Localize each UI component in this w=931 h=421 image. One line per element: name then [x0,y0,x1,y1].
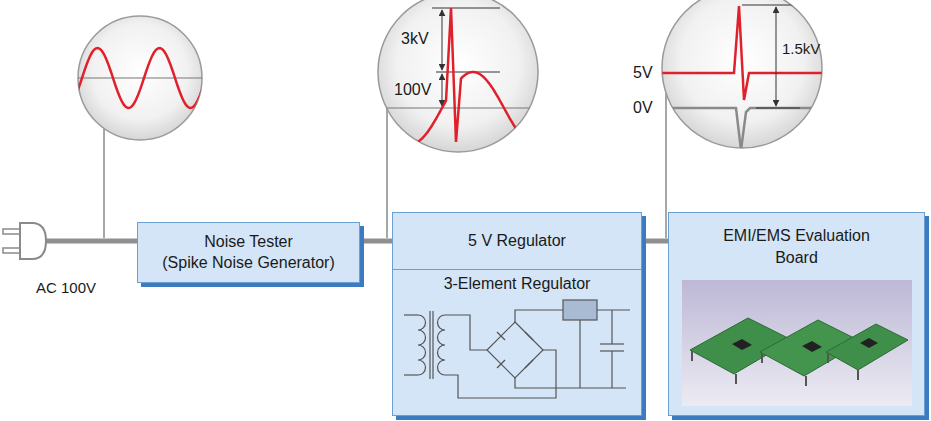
leader-line [665,93,667,238]
board-photo-boards [690,318,908,386]
plug-prong [3,229,21,234]
dimension-arrow [442,10,443,70]
box-title: Noise Tester [204,232,293,253]
power-wire [642,239,668,244]
axis-line [76,77,204,78]
process-box: EMI/EMS Evaluation Board [668,212,925,416]
supply-trace [655,6,830,100]
value-label: 3kV [401,30,429,48]
plug-prong [3,248,21,253]
box-title: EMI/EMS Evaluation Board [722,225,872,268]
dimension-line [742,5,800,6]
power-wire [360,239,392,244]
regulator-ic [563,300,597,320]
regulator-circuit [404,310,630,398]
sine-wave [76,48,204,108]
dimension-arrow [442,74,443,106]
value-label: 0V [633,99,653,117]
spike-wave [376,8,540,144]
leader-line [103,129,105,238]
board-photo [682,280,912,406]
power-cord [44,239,138,244]
dimension-line [756,108,800,109]
value-label: 100V [394,81,431,99]
box-subtitle: 3-Element Regulator [393,275,641,293]
value-label: 5V [633,64,653,82]
process-box: Noise Tester(Spike Noise Generator) [137,222,360,283]
leader-line [386,109,388,238]
value-label: 1.5kV [782,40,820,57]
dimension-arrow [776,7,777,106]
box-title: 5 V Regulator [393,213,641,270]
plug-body [20,223,46,259]
box-subtitle: (Spike Noise Generator) [162,253,335,274]
ground-trace [655,108,830,150]
dimension-line [432,8,500,9]
process-box: 5 V Regulator 3-Element Regulator [392,212,642,416]
value-label: AC 100V [36,279,96,296]
